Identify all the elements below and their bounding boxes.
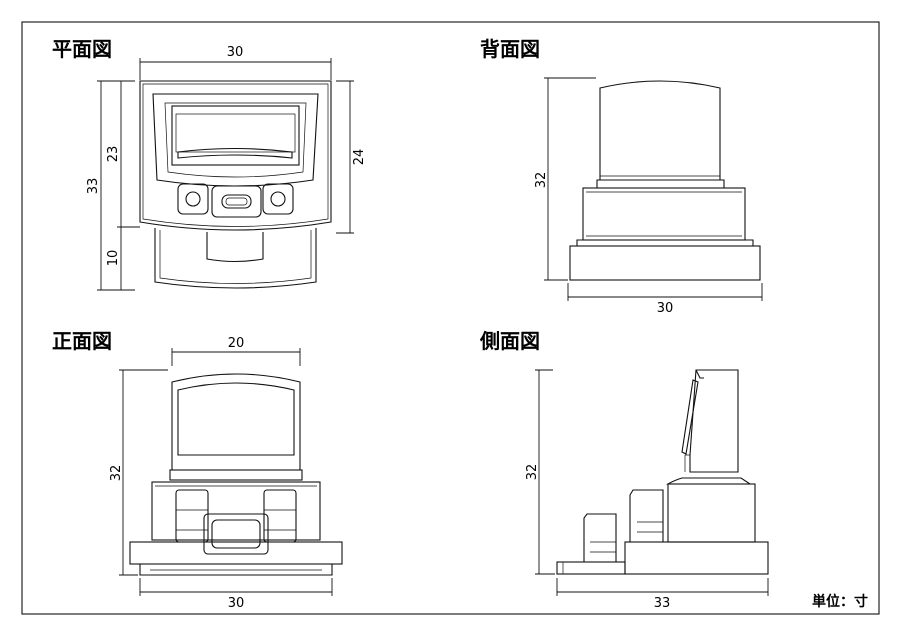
- side-dim-width: 33: [654, 596, 671, 611]
- plan-dim-depth-right: 24: [352, 149, 367, 166]
- front-dim-height: 32: [109, 465, 124, 482]
- side-view-title: 側面図: [479, 329, 540, 353]
- front-dimensions: 20 32 30: [109, 336, 333, 611]
- front-view: 正面図 20 32 30: [52, 329, 343, 611]
- plan-dim-depth-lower: 10: [106, 250, 121, 267]
- sheet-border: [21, 21, 880, 615]
- side-dim-height: 32: [525, 464, 540, 481]
- plan-dim-depth-total: 33: [86, 178, 101, 195]
- back-dimensions: 32 30: [534, 77, 763, 316]
- back-dim-height: 32: [534, 172, 549, 189]
- front-outline: [129, 373, 343, 576]
- front-dim-stone-width: 20: [228, 336, 245, 351]
- back-view: 背面図 32 30: [480, 37, 763, 316]
- side-view: 側面図 32 33: [479, 329, 769, 611]
- front-dim-width: 30: [228, 596, 245, 611]
- unit-label: 単位：寸: [812, 593, 868, 610]
- plan-dimensions: 30 33 23 10 24: [86, 45, 367, 291]
- plan-view: 平面図 30 33 23 10: [52, 37, 367, 291]
- front-view-title: 正面図: [52, 329, 112, 353]
- back-dim-width: 30: [657, 301, 674, 316]
- plan-outline: [139, 80, 332, 289]
- plan-view-title: 平面図: [52, 37, 112, 61]
- back-outline: [569, 80, 761, 281]
- plan-dim-width: 30: [227, 45, 244, 60]
- side-dimensions: 32 33: [525, 369, 769, 611]
- side-outline: [556, 369, 769, 575]
- plan-dim-depth-upper: 23: [106, 146, 121, 163]
- back-view-title: 背面図: [480, 37, 540, 61]
